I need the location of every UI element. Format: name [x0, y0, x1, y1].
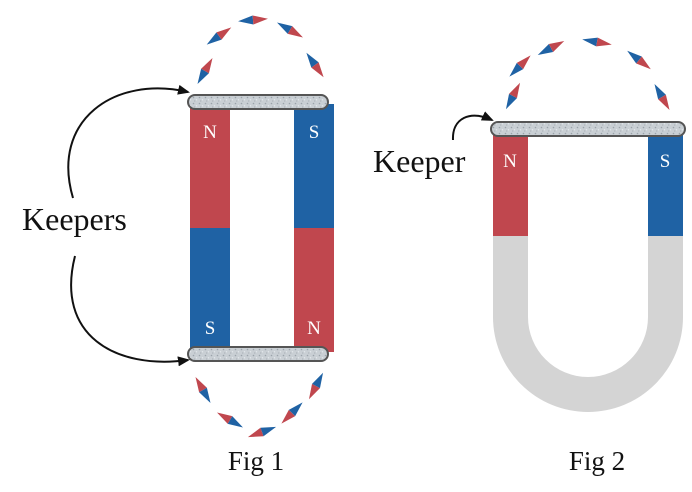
- fig1-group: N S S N: [22, 15, 334, 476]
- compass-needle-icon: [277, 22, 303, 38]
- curved-arrow-icon: [451, 111, 494, 141]
- compass-needle-icon: [197, 58, 213, 84]
- compass-needle-icon: [217, 412, 243, 428]
- fig1-right-bar-north-half: [294, 228, 334, 352]
- compass-needle-icon: [206, 27, 232, 45]
- fig1-right-bar-top-pole-label: S: [309, 122, 320, 143]
- fig2-field-needles: [505, 37, 670, 110]
- fig1-left-bar-south-half: [190, 228, 230, 352]
- fig1-right-bar-magnet: S N: [294, 104, 334, 352]
- fig2-caption: Fig 2: [569, 446, 625, 476]
- compass-needle-icon: [195, 377, 211, 403]
- fig1-top-field-needles: [197, 15, 324, 84]
- fig2-keeper: [490, 121, 686, 137]
- fig1-left-bar-north-half: [190, 104, 230, 228]
- fig2-u-magnet-body: [493, 236, 683, 412]
- compass-needle-icon: [654, 84, 670, 110]
- fig2-group: N S: [373, 37, 686, 476]
- compass-needle-icon: [281, 402, 303, 424]
- compass-needle-icon: [505, 82, 521, 110]
- compass-needle-icon: [308, 372, 324, 400]
- curved-arrow-icon: [67, 84, 190, 199]
- fig1-left-bar-top-pole-label: N: [203, 122, 217, 143]
- fig1-right-bar-south-half: [294, 104, 334, 228]
- fig2-north-pole: [493, 132, 528, 236]
- compass-needle-icon: [247, 426, 277, 438]
- fig1-top-keeper: [187, 94, 329, 110]
- fig1-left-bar-magnet: N S: [190, 104, 230, 352]
- compass-needle-icon: [582, 37, 612, 47]
- fig2-south-pole-label: S: [660, 151, 671, 172]
- fig1-left-bar-bottom-pole-label: S: [205, 318, 216, 339]
- fig1-bottom-keeper: [187, 346, 329, 362]
- fig2-north-pole-label: N: [503, 151, 517, 172]
- compass-needle-icon: [537, 40, 565, 56]
- fig1-keepers-callout: Keepers: [22, 201, 127, 237]
- fig1-right-bar-bottom-pole-label: N: [307, 318, 321, 339]
- fig1-bottom-field-needles: [195, 372, 324, 438]
- fig1-caption: Fig 1: [228, 446, 284, 476]
- compass-needle-icon: [306, 52, 324, 78]
- fig2-south-pole: [648, 132, 683, 236]
- compass-needle-icon: [238, 15, 268, 25]
- compass-needle-icon: [509, 55, 531, 77]
- curved-arrow-icon: [70, 255, 190, 367]
- compass-needle-icon: [627, 50, 651, 70]
- fig2-keeper-callout: Keeper: [373, 143, 466, 179]
